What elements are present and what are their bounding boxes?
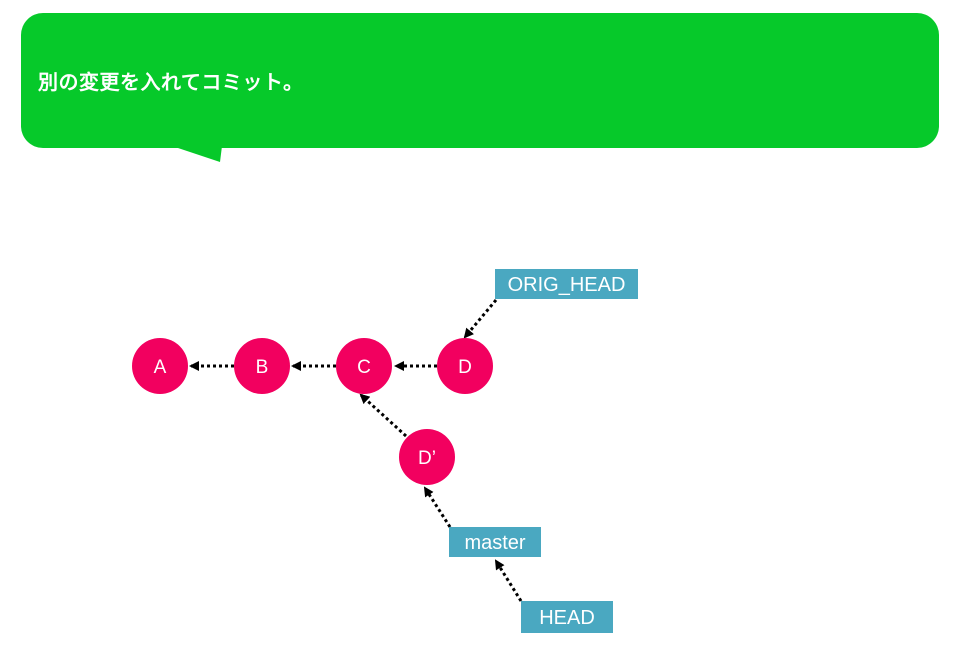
commit-label: A <box>154 357 167 378</box>
commit-circle <box>132 338 188 394</box>
callout-tail <box>172 146 222 162</box>
edges-layer <box>189 299 523 602</box>
commit-node-dp: D’ <box>399 429 455 485</box>
commit-circle <box>234 338 290 394</box>
commit-circle <box>437 338 493 394</box>
edge-master-to-dp <box>423 486 452 528</box>
edge-dp-to-c <box>359 393 408 438</box>
commit-node-c: C <box>336 338 392 394</box>
ref-box <box>521 601 613 633</box>
edge-orig_head-to-d <box>463 299 498 339</box>
commit-node-d: D <box>437 338 493 394</box>
ref-orig-head: ORIG_HEAD <box>495 269 638 299</box>
ref-label: master <box>464 532 525 554</box>
commit-node-b: B <box>234 338 290 394</box>
commit-circle <box>399 429 455 485</box>
commit-label: D’ <box>418 448 436 469</box>
commit-label: B <box>256 357 269 378</box>
callout-body <box>21 13 939 148</box>
callout-text: 別の変更を入れてコミット。 <box>38 70 304 94</box>
ref-box <box>495 269 638 299</box>
ref-label: HEAD <box>539 607 595 629</box>
commit-node-a: A <box>132 338 188 394</box>
ref-head: HEAD <box>521 601 613 633</box>
commit-label: C <box>357 357 371 378</box>
commit-circle <box>336 338 392 394</box>
ref-label: ORIG_HEAD <box>508 274 626 296</box>
ref-box <box>449 527 541 557</box>
commit-label: D <box>458 357 472 378</box>
ref-master: master <box>449 527 541 557</box>
callout-bubble <box>21 13 939 162</box>
edge-head-to-master <box>494 559 523 602</box>
commits-layer: A B C D D’ <box>132 338 493 485</box>
